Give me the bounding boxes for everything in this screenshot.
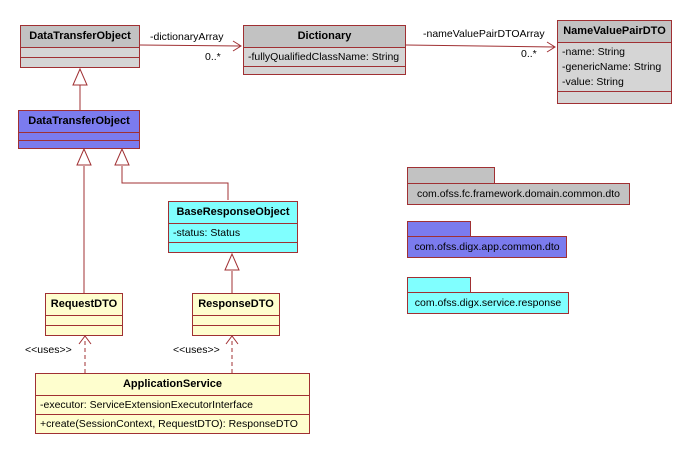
class-title: Dictionary [244,26,405,48]
operations-compartment [19,141,139,148]
operations-compartment [193,326,279,335]
class-application-service: ApplicationService -executor: ServiceExt… [35,373,310,434]
package-name: com.ofss.digx.service.response [407,292,569,314]
attribute: -name: String [562,46,626,58]
class-base-response-object: BaseResponseObject -status: Status [168,201,298,253]
class-title: ResponseDTO [193,294,279,316]
attributes-compartment [19,133,139,141]
stereotype-uses-response: <<uses>> [173,344,220,356]
package-digx-service-response: com.ofss.digx.service.response [407,277,569,314]
operation: +create(SessionContext, RequestDTO): Res… [40,418,298,430]
class-response-dto: ResponseDTO [192,293,280,336]
generalization-dto [72,67,88,110]
attribute: -status: Status [173,227,241,239]
attributes-compartment: -status: Status [169,224,297,243]
class-title: BaseResponseObject [169,202,297,224]
package-tab [407,221,471,236]
generalization-request-dto [76,147,92,293]
package-tab [407,277,471,292]
dependency-uses-response [225,335,239,373]
class-dictionary: Dictionary -fullyQualifiedClassName: Str… [243,25,406,75]
class-data-transfer-object-digx: DataTransferObject [18,110,140,149]
generalization-base-response-object [114,147,229,200]
operations-compartment [46,326,122,335]
operations-compartment [558,92,671,103]
package-tab [407,167,495,183]
package-name: com.ofss.digx.app.common.dto [407,236,567,258]
dependency-uses-request [78,335,92,373]
attributes-compartment: -name: String -genericName: String -valu… [558,43,671,92]
class-data-transfer-object-fc: DataTransferObject [20,25,140,68]
class-title: ApplicationService [36,374,309,396]
multiplicity-name-value-pair-array: 0..* [521,48,537,60]
operations-compartment [21,58,139,67]
class-title: RequestDTO [46,294,122,316]
operations-compartment [169,243,297,252]
attributes-compartment: -executor: ServiceExtensionExecutorInter… [36,396,309,415]
package-name: com.ofss.fc.framework.domain.common.dto [407,183,630,205]
attributes-compartment [21,48,139,58]
stereotype-uses-request: <<uses>> [25,344,72,356]
class-title: DataTransferObject [19,111,139,133]
attributes-compartment [46,316,122,326]
attribute: -fullyQualifiedClassName: String [248,51,400,63]
attributes-compartment [193,316,279,326]
multiplicity-dictionary-array: 0..* [205,51,221,63]
operations-compartment [244,67,405,74]
class-title: NameValuePairDTO [558,21,671,43]
attribute: -value: String [562,76,624,88]
association-label-dictionary-array: -dictionaryArray [150,31,224,43]
package-digx-app-common-dto: com.ofss.digx.app.common.dto [407,221,567,258]
attributes-compartment: -fullyQualifiedClassName: String [244,48,405,67]
attribute: -genericName: String [562,61,662,73]
association-label-name-value-pair-array: -nameValuePairDTOArray [423,28,545,40]
class-request-dto: RequestDTO [45,293,123,336]
class-title: DataTransferObject [21,26,139,48]
generalization-response-dto [224,252,240,293]
package-fc-framework-domain-common-dto: com.ofss.fc.framework.domain.common.dto [407,167,630,205]
class-name-value-pair-dto: NameValuePairDTO -name: String -genericN… [557,20,672,104]
operations-compartment: +create(SessionContext, RequestDTO): Res… [36,415,309,433]
attribute: -executor: ServiceExtensionExecutorInter… [40,399,254,411]
